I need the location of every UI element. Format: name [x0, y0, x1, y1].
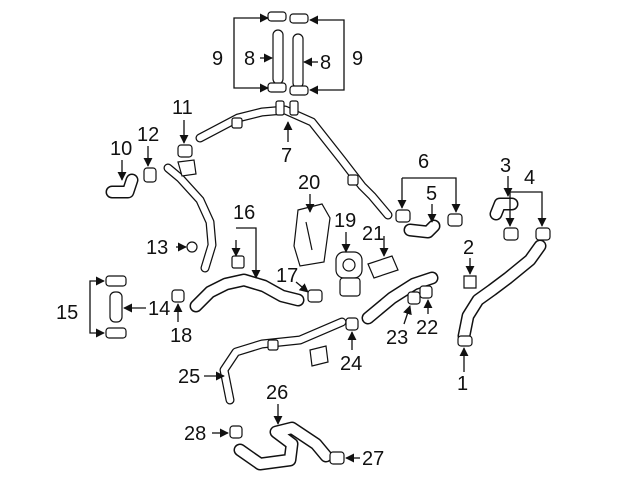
small-hose-5 [403, 219, 441, 239]
clamp-11 [177, 144, 193, 158]
clip-2 [463, 275, 477, 289]
callout-8-right: 8 [320, 52, 331, 74]
bracket-20 [293, 203, 331, 267]
pump-outlet-hose [361, 271, 439, 325]
clamp-27 [329, 451, 345, 465]
callout-24: 24 [340, 353, 362, 375]
callout-10: 10 [110, 138, 132, 160]
heater-hose-1 [457, 239, 547, 347]
clamp-24 [345, 317, 359, 331]
clamp-28 [229, 425, 243, 439]
connector-22 [419, 285, 433, 299]
callout-18: 18 [170, 325, 192, 347]
callout-8-left: 8 [244, 48, 255, 70]
callout-22: 22 [416, 317, 438, 339]
callout-numbers: 9 8 8 9 7 11 10 12 13 16 20 19 21 17 18 … [56, 48, 535, 470]
clamp-6b [447, 213, 463, 227]
mid-hose-16 [189, 255, 305, 313]
callout-25: 25 [178, 366, 200, 388]
callout-4: 4 [524, 167, 535, 189]
lower-pipe-25 [219, 317, 347, 405]
leader-lines [89, 13, 547, 463]
callout-14: 14 [148, 298, 170, 320]
callout-19: 19 [334, 210, 356, 232]
short-hose-pair [272, 29, 304, 89]
elbow-hose-3 [489, 197, 519, 221]
callout-26: 26 [266, 382, 288, 404]
callout-7: 7 [281, 145, 292, 167]
bleeder-pipe [163, 159, 217, 273]
callout-6: 6 [418, 151, 429, 173]
lower-hose-26 [233, 421, 333, 471]
callout-11: 11 [172, 97, 193, 119]
callout-12: 12 [137, 124, 159, 146]
fitting-13 [186, 241, 198, 253]
callout-28: 28 [184, 423, 206, 445]
clamps-15 [105, 275, 127, 339]
callout-21: 21 [362, 223, 384, 245]
callout-9-left: 9 [212, 48, 223, 70]
clamp-4b [535, 227, 551, 241]
clamp-12 [143, 167, 157, 183]
callout-13: 13 [146, 237, 168, 259]
clamp-23 [407, 291, 421, 305]
callout-9-right: 9 [352, 48, 363, 70]
clamp-4a [503, 227, 519, 241]
callout-27: 27 [362, 448, 384, 470]
callout-5: 5 [426, 183, 437, 205]
callout-16: 16 [233, 202, 255, 224]
callout-2: 2 [463, 237, 474, 259]
clamp-6a [395, 209, 411, 223]
callout-1: 1 [457, 373, 468, 395]
bracket-21 [367, 255, 399, 279]
clamp-18 [171, 289, 185, 303]
callout-3: 3 [500, 155, 511, 177]
auxiliary-water-pump [335, 251, 363, 297]
hose-14 [109, 291, 123, 323]
clamp-set-top [267, 11, 309, 96]
callout-15: 15 [56, 302, 78, 324]
callout-17: 17 [276, 265, 298, 287]
elbow-hose-10 [105, 173, 139, 199]
callout-23: 23 [386, 327, 408, 349]
callout-20: 20 [298, 172, 320, 194]
clamp-17 [307, 289, 323, 303]
upper-coolant-pipe [195, 100, 393, 220]
